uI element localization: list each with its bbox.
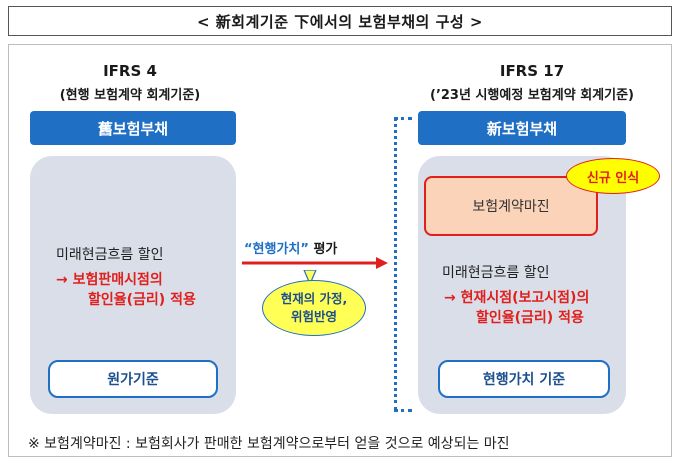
right-header-bar: 新보험부채 (418, 111, 626, 145)
new-recognition-badge: 신규 인식 (566, 158, 660, 194)
assumption-ellipse: 현재의 가정, 위험반영 (262, 280, 366, 336)
ellipse-pointer (303, 270, 317, 286)
diagram-frame (8, 44, 672, 457)
left-column-heading: IFRS 4 (현행 보험계약 회계기준) (30, 62, 230, 103)
right-basis-label: 현행가치 기준 (482, 372, 566, 388)
left-red-line-1: → 보험판매시점의 (56, 272, 163, 288)
dotted-bracket-top (394, 117, 412, 120)
diagram-title-text: < 新회계기준 下에서의 보험부채의 구성 > (197, 12, 483, 31)
left-heading: IFRS 4 (103, 62, 157, 80)
right-red-line-2: 할인율(금리) 적용 (476, 310, 584, 326)
dotted-bracket-bottom (394, 409, 412, 412)
right-column-heading: IFRS 17 (’23년 시행예정 보험계약 회계기준) (396, 62, 668, 103)
left-discount-text: 미래현금흐름 할인 (56, 247, 164, 263)
left-header-bar: 舊보험부채 (30, 111, 236, 145)
left-basis-box: 원가기준 (48, 360, 218, 398)
evaluation-arrow (242, 257, 388, 269)
left-subheading: (현행 보험계약 회계기준) (59, 88, 201, 103)
left-header-label: 舊보험부채 (97, 119, 169, 138)
arrow-label: “현행가치” 평가 (244, 238, 337, 257)
right-subheading: (’23년 시행예정 보험계약 회계기준) (430, 88, 634, 103)
right-header-label: 新보험부채 (486, 119, 558, 138)
insurance-margin-label: 보험계약마진 (472, 199, 550, 215)
arrow-label-quoted: “현행가치” (244, 242, 309, 257)
right-discount-text: 미래현금흐름 할인 (442, 265, 550, 281)
right-basis-box: 현행가치 기준 (438, 360, 610, 398)
ellipse-line-1: 현재의 가정, (280, 291, 348, 306)
insurance-margin-box: 보험계약마진 (424, 176, 598, 236)
diagram-title: < 新회계기준 下에서의 보험부채의 구성 > (8, 6, 672, 36)
ellipse-line-2: 위험반영 (290, 309, 337, 324)
dotted-bracket-vertical (394, 117, 397, 411)
right-heading: IFRS 17 (499, 62, 565, 80)
right-red-line-1: → 현재시점(보고시점)의 (444, 290, 590, 306)
footnote: ※ 보험계약마진 : 보험회사가 판매한 보험계약으로부터 얻을 것으로 예상되… (28, 436, 510, 452)
new-recognition-label: 신규 인식 (586, 170, 640, 186)
arrow-label-rest: 평가 (308, 242, 338, 257)
left-red-line-2: 할인율(금리) 적용 (88, 292, 196, 308)
left-basis-label: 원가기준 (107, 372, 159, 388)
